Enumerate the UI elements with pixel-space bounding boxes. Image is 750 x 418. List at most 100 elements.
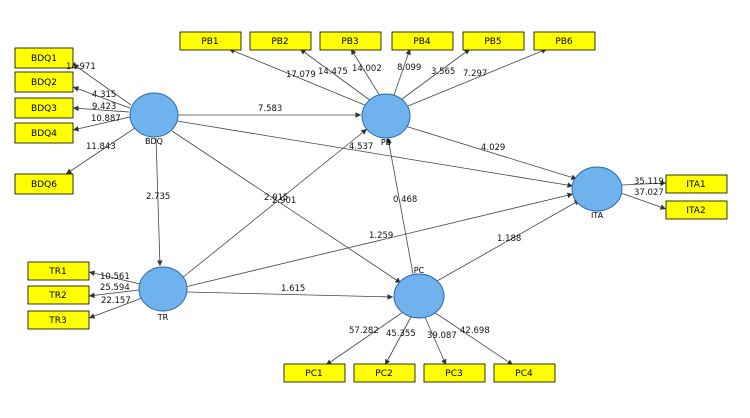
edge-pb-pb1 xyxy=(228,48,368,107)
edge-pb-pb2 xyxy=(299,48,372,102)
indicator-edges xyxy=(65,48,667,366)
weight-pc3: 39.087 xyxy=(427,331,457,341)
coef-bdq-tr: 2.735 xyxy=(146,192,170,202)
indicator-boxes: BDQ1 BDQ2 BDQ3 BDQ4 BDQ6 PB1 PB2 PB3 PB4… xyxy=(14,31,728,383)
indicator-ita1: ITA1 xyxy=(665,174,728,194)
svg-text:TR1: TR1 xyxy=(48,267,66,277)
edge-ita-ita2 xyxy=(620,192,667,210)
edge-pb-pb4 xyxy=(393,48,411,96)
weight-bdq3: 9.423 xyxy=(92,102,116,112)
edge-pc-pc4 xyxy=(433,311,514,366)
edge-tr-tr2 xyxy=(88,289,140,299)
svg-text:BDQ3: BDQ3 xyxy=(31,104,57,114)
svg-text:PC2: PC2 xyxy=(375,369,392,379)
weight-tr1: 10.561 xyxy=(100,272,130,282)
indicator-bdq1: BDQ1 xyxy=(14,47,74,69)
weight-pc2: 45.355 xyxy=(386,329,416,339)
svg-text:ITA1: ITA1 xyxy=(686,180,705,190)
edge-pb-pb3 xyxy=(350,48,381,97)
path-pc-ita xyxy=(436,199,581,282)
indicator-pc2: PC2 xyxy=(353,363,416,383)
weight-bdq6: 11.843 xyxy=(86,142,116,152)
svg-text:PC: PC xyxy=(414,266,425,275)
svg-text:PB2: PB2 xyxy=(271,37,288,47)
latent-pb: PB xyxy=(361,93,411,147)
svg-text:PC1: PC1 xyxy=(305,369,322,379)
path-pc-pb xyxy=(386,137,414,275)
edge-tr-tr1 xyxy=(88,270,141,285)
indicator-pc4: PC4 xyxy=(493,363,556,383)
indicator-pb2: PB2 xyxy=(249,31,312,51)
svg-text:ITA: ITA xyxy=(591,211,604,220)
svg-text:PB: PB xyxy=(381,138,391,147)
weight-pb4: 8.099 xyxy=(397,63,421,73)
svg-text:TR3: TR3 xyxy=(48,316,66,326)
edge-pc-pc2 xyxy=(384,316,412,366)
latent-bdq: BDQ xyxy=(129,92,179,146)
edge-bdq-bdq4 xyxy=(72,116,131,132)
weight-tr2: 25.594 xyxy=(100,283,130,293)
indicator-pb5: PB5 xyxy=(462,31,525,51)
weight-bdq1: 14.971 xyxy=(66,62,96,72)
path-bdq-tr xyxy=(155,137,163,267)
edge-pb-pb5 xyxy=(401,48,471,100)
indicator-bdq4: BDQ4 xyxy=(14,122,74,144)
weight-bdq2: 4.315 xyxy=(92,90,116,100)
svg-text:PB1: PB1 xyxy=(201,37,218,47)
svg-text:PC3: PC3 xyxy=(445,369,462,379)
edge-bdq-bdq6 xyxy=(65,127,136,175)
svg-text:BDQ: BDQ xyxy=(145,137,163,146)
path-tr-ita xyxy=(184,192,574,288)
indicator-pb6: PB6 xyxy=(533,31,596,51)
path-tr-pb xyxy=(181,128,368,279)
edge-bdq-bdq3 xyxy=(72,105,130,113)
indicator-tr2: TR2 xyxy=(27,285,90,305)
indicator-tr3: TR3 xyxy=(27,310,90,330)
svg-text:TR2: TR2 xyxy=(48,291,66,301)
coef-bdq-pb: 7.583 xyxy=(258,104,282,114)
weight-pc4: 42.698 xyxy=(460,326,490,336)
coef-tr-ita: 1.259 xyxy=(369,231,393,241)
latent-pc: PC xyxy=(393,266,445,319)
path-bdq-ita xyxy=(176,120,574,188)
path-bdq-pc xyxy=(171,130,402,284)
indicator-bdq3: BDQ3 xyxy=(14,97,74,119)
coef-bdq-pc: 2.901 xyxy=(272,196,296,206)
edge-pc-pc1 xyxy=(325,311,404,366)
coef-tr-pc: 1.615 xyxy=(281,284,305,294)
svg-text:BDQ2: BDQ2 xyxy=(31,78,57,88)
indicator-tr1: TR1 xyxy=(27,261,90,281)
edge-ita-ita1 xyxy=(621,180,667,187)
svg-text:PB3: PB3 xyxy=(341,37,358,47)
indicator-bdq2: BDQ2 xyxy=(14,71,74,93)
indicator-pb4: PB4 xyxy=(391,31,454,51)
edge-tr-tr3 xyxy=(88,297,143,319)
svg-text:PB6: PB6 xyxy=(555,37,573,47)
weight-pb3: 14.002 xyxy=(352,64,382,74)
coef-bdq-ita: 4.537 xyxy=(349,142,373,152)
coef-pc-pb: 0.468 xyxy=(393,195,417,205)
weight-ita2: 37.027 xyxy=(634,188,664,198)
indicator-pb3: PB3 xyxy=(319,31,382,51)
svg-text:PB4: PB4 xyxy=(413,37,431,47)
edge-bdq-bdq1 xyxy=(72,63,132,106)
svg-text:TR: TR xyxy=(157,313,169,322)
svg-text:PC4: PC4 xyxy=(515,369,533,379)
svg-text:BDQ4: BDQ4 xyxy=(31,129,57,139)
weight-pc1: 57.282 xyxy=(349,326,379,336)
svg-text:BDQ6: BDQ6 xyxy=(31,180,57,190)
path-tr-pc xyxy=(186,291,394,300)
indicator-ita2: ITA2 xyxy=(665,200,728,220)
svg-text:PB5: PB5 xyxy=(484,37,501,47)
weight-pb2: 14.475 xyxy=(318,67,348,77)
latent-tr: TR xyxy=(138,266,188,322)
indicator-weight-labels: 14.971 4.315 9.423 10.887 11.843 17.079 … xyxy=(66,62,664,341)
path-coefficient-labels: 7.583 4.537 2.735 2.901 2.015 1.259 1.61… xyxy=(146,104,521,294)
path-pb-ita xyxy=(404,125,578,181)
coef-pc-ita: 1.188 xyxy=(497,234,521,244)
weight-pb6: 7.297 xyxy=(463,69,487,79)
indicator-pb1: PB1 xyxy=(179,31,242,51)
indicator-pc3: PC3 xyxy=(423,363,486,383)
indicator-pc1: PC1 xyxy=(283,363,346,383)
